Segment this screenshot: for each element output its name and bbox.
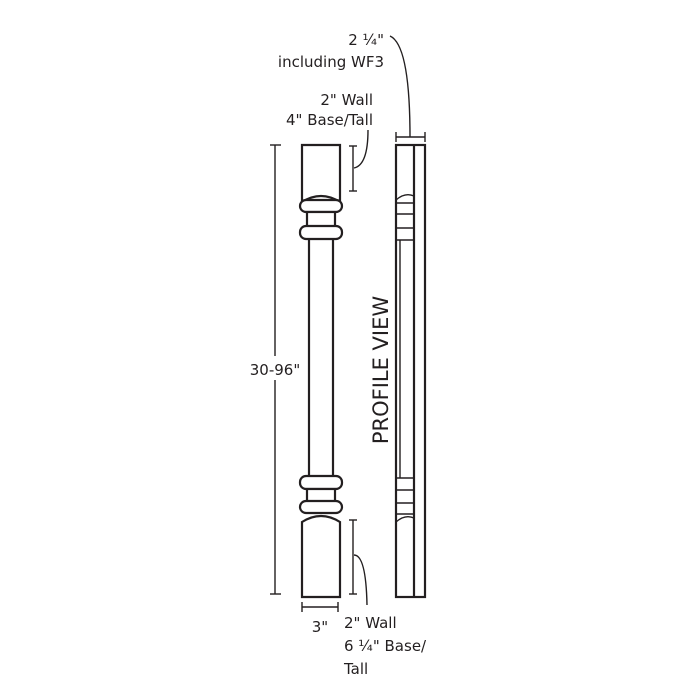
lower-ring: [298, 474, 344, 491]
profile-view-label: PROFILE VIEW: [369, 296, 393, 445]
profile-width-dimension: [389, 35, 426, 142]
height-dimension: [246, 144, 304, 595]
top-block-label-line1: 2" Wall: [320, 91, 373, 109]
profile-width-note: including WF3: [278, 53, 384, 71]
upper-ring: [298, 224, 344, 241]
bottom-block-dimension: [349, 519, 368, 606]
lower-collar-ring: [298, 499, 344, 515]
top-block-dimension: [349, 129, 369, 192]
bottom-block-label-line1: 2" Wall: [344, 614, 397, 632]
width-dimension: [301, 602, 339, 612]
upper-collar-ring: [298, 198, 344, 214]
top-block: [300, 143, 342, 204]
height-label: 30-96": [250, 361, 301, 379]
top-block-label-line2: 4" Base/Tall: [286, 111, 373, 129]
shaft: [307, 236, 335, 480]
front-view-column: [298, 143, 344, 599]
profile-outline: [394, 143, 427, 599]
width-label: 3": [312, 618, 328, 636]
bottom-block-label-line3: Tall: [343, 660, 368, 678]
bottom-block: [300, 514, 342, 599]
profile-width-label: 2 ¼": [348, 31, 384, 49]
profile-view-column: [394, 143, 427, 599]
bottom-block-label-line2: 6 ¼" Base/: [344, 637, 427, 655]
